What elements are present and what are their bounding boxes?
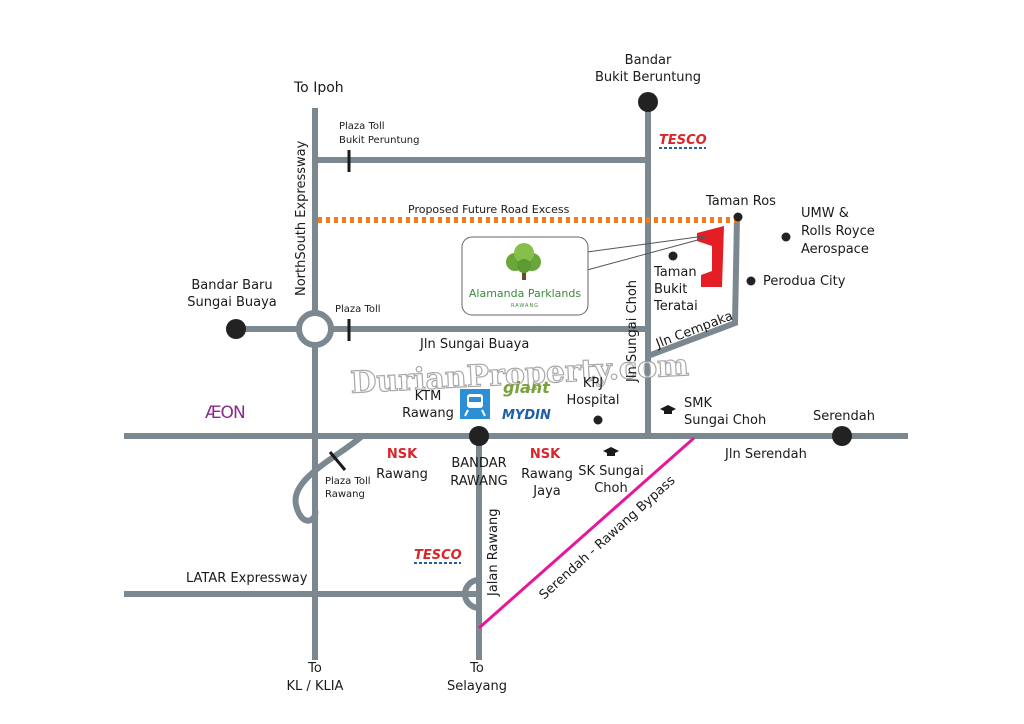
dot-bandar-bukit-beruntung: [638, 92, 658, 112]
label-plaza-toll-rawang-2: Rawang: [325, 489, 365, 500]
label-northsouth-expressway: NorthSouth Expressway: [294, 140, 309, 296]
dot-bandar-baru-sungai-buaya: [226, 319, 246, 339]
label-umw-3: Aerospace: [801, 242, 869, 257]
label-bandar-bukit-beruntung-2: Bukit Beruntung: [595, 70, 701, 85]
label-to-selayang-2: Selayang: [447, 679, 507, 694]
label-bandar-baru-sungai-buaya-1: Bandar Baru: [191, 278, 272, 293]
label-nsk-rawang-jaya-1: Rawang: [521, 467, 573, 482]
label-perodua-city: Perodua City: [763, 274, 846, 289]
label-taman-bukit-teratai-2: Bukit: [654, 282, 687, 297]
label-bandar-rawang-2: RAWANG: [450, 474, 508, 489]
label-to-kl-2: KL / KLIA: [287, 679, 344, 694]
toll-markers: [328, 150, 351, 471]
label-smk-sungai-choh-1: SMK: [684, 396, 712, 411]
dot-taman-bukit-teratai: [668, 251, 678, 261]
label-jalan-rawang: Jalan Rawang: [486, 508, 501, 597]
dot-perodua-city: [746, 276, 756, 286]
dot-taman-ros: [733, 212, 743, 222]
label-ktm-rawang-2: Rawang: [402, 406, 454, 421]
dot-kpj-hospital: [593, 415, 603, 425]
site-marker-icon: [697, 226, 724, 287]
road-jln-cempaka: [646, 216, 740, 359]
label-aeon: ÆON: [205, 403, 245, 423]
project-logo-box: Alamanda Parklands RAWANG: [461, 236, 589, 316]
tree-icon: [506, 243, 541, 280]
label-sk-sungai-choh-1: SK Sungai: [578, 464, 643, 479]
project-logo-name: Alamanda Parklands: [469, 287, 581, 300]
label-mydin: MYDIN: [502, 408, 551, 423]
label-nsk-rawang-name: Rawang: [376, 467, 428, 482]
town-dots: [226, 92, 852, 446]
label-jln-serendah: Jln Serendah: [724, 447, 807, 462]
label-jln-sungai-buaya: Jln Sungai Buaya: [419, 337, 529, 352]
label-umw-1: UMW &: [801, 206, 849, 221]
label-plaza-toll: Plaza Toll: [335, 304, 381, 315]
label-plaza-toll-bukit-peruntung-2: Bukit Peruntung: [339, 135, 419, 146]
label-ktm-rawang-1: KTM: [415, 389, 442, 404]
label-latar-expressway: LATAR Expressway: [186, 571, 308, 586]
label-tesco-north: TESCO: [659, 133, 707, 148]
label-taman-bukit-teratai-1: Taman: [653, 265, 697, 280]
label-nsk-rawang-jaya-2: Jaya: [532, 484, 560, 499]
label-tesco-south: TESCO: [414, 548, 462, 563]
toll-bar-rawang: [328, 451, 347, 471]
label-kpj-hospital-2: Hospital: [566, 393, 619, 408]
label-umw-2: Rolls Royce: [801, 224, 875, 239]
graduation-cap-icon: [660, 405, 676, 414]
graduation-cap-icon: [603, 447, 619, 456]
label-nsk-rawang-brand: NSK: [387, 447, 418, 462]
callout-line-bottom: [586, 237, 706, 271]
serendah-rawang-bypass: [478, 436, 695, 630]
label-sk-sungai-choh-2: Choh: [594, 481, 628, 496]
label-giant: giant: [503, 378, 551, 397]
label-bandar-baru-sungai-buaya-2: Sungai Buaya: [187, 295, 276, 310]
label-to-selayang-1: To: [469, 661, 484, 676]
label-taman-ros: Taman Ros: [705, 194, 776, 209]
label-plaza-toll-bukit-peruntung-1: Plaza Toll: [339, 121, 385, 132]
label-kpj-hospital-1: KPJ: [583, 376, 603, 391]
label-to-kl-1: To: [307, 661, 322, 676]
project-logo-location: RAWANG: [511, 303, 539, 309]
label-nsk-rawang-jaya-brand: NSK: [530, 447, 561, 462]
callout-line-top: [586, 235, 706, 253]
label-taman-bukit-teratai-3: Teratai: [653, 299, 698, 314]
label-jln-sungai-choh: Jln Sungai Choh: [625, 280, 640, 383]
roundabout-latar: [462, 577, 480, 611]
label-smk-sungai-choh-2: Sungai Choh: [684, 413, 766, 428]
roads: [124, 102, 908, 660]
road-rawang-interchange: [292, 433, 365, 524]
label-bandar-bukit-beruntung-1: Bandar: [625, 53, 672, 68]
label-plaza-toll-rawang-1: Plaza Toll: [325, 476, 371, 487]
label-to-ipoh: To Ipoh: [293, 80, 344, 96]
label-proposed-future-road: Proposed Future Road Excess: [408, 203, 570, 216]
roundabout-sungai-buaya: [296, 310, 334, 348]
dot-bandar-rawang: [469, 426, 489, 446]
label-bandar-rawang-1: BANDAR: [451, 456, 506, 471]
dot-umw: [781, 232, 791, 242]
train-icon: [460, 389, 490, 419]
dot-serendah: [832, 426, 852, 446]
label-serendah: Serendah: [813, 409, 875, 424]
